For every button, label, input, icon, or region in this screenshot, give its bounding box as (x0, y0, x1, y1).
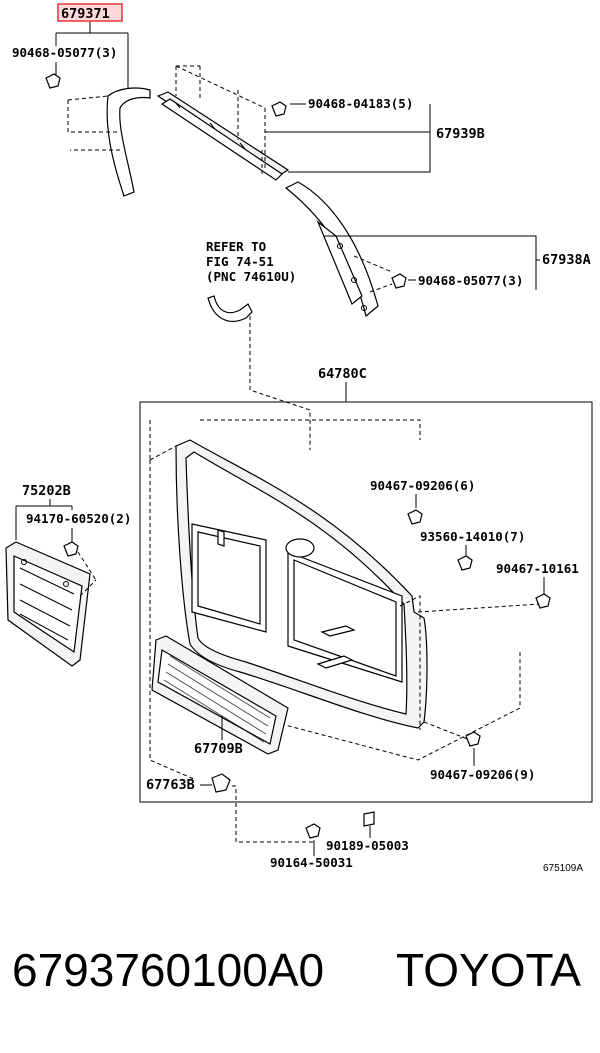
pillar-garnish-67938A[interactable] (284, 181, 379, 318)
label-90468-05077-mid[interactable]: 90468-05077(3) (418, 273, 523, 288)
clip-icon-90189 (363, 811, 375, 827)
roof-rail-67939B[interactable] (156, 91, 290, 181)
label-679371[interactable]: 679371 (61, 6, 110, 22)
side-panel-75202B[interactable] (5, 541, 91, 667)
label-90467-09206-9[interactable]: 90467-09206(9) (430, 767, 535, 782)
pillar-garnish-67937[interactable] (106, 87, 151, 197)
clip-icon-90467-09206-9 (465, 731, 481, 747)
assist-grip-handle[interactable] (207, 295, 253, 322)
label-90467-09206-6[interactable]: 90467-09206(6) (370, 478, 475, 493)
caption-bar: 6793760100A0 TOYOTA (0, 935, 600, 1025)
label-67938A[interactable]: 67938A (542, 252, 591, 268)
label-90468-05077-top[interactable]: 90468-05077(3) (12, 45, 117, 60)
label-90189-05003[interactable]: 90189-05003 (326, 838, 409, 853)
diagram-code: 675109A (543, 863, 583, 874)
clip-icon-90467-10161 (535, 593, 551, 609)
clip-icon-90164 (305, 823, 321, 839)
label-67709B[interactable]: 67709B (194, 741, 243, 757)
clip-icon-67763B (211, 773, 231, 793)
refer-note-line2: FIG 74-51 (206, 254, 274, 269)
clip-icon-90467-09206-6 (407, 509, 423, 525)
label-75202B[interactable]: 75202B (22, 483, 71, 499)
label-67763B[interactable]: 67763B (146, 777, 195, 793)
clip-icon-top-right (271, 101, 287, 117)
label-90468-04183[interactable]: 90468-04183(5) (308, 96, 413, 111)
label-67939B[interactable]: 67939B (436, 126, 485, 142)
assembly-frame (139, 401, 593, 803)
label-90164-50031[interactable]: 90164-50031 (270, 855, 353, 870)
clip-icon-94170 (63, 541, 79, 557)
caption-brand: TOYOTA (396, 944, 581, 996)
clip-icon-top-left (45, 73, 61, 89)
label-64780C[interactable]: 64780C (318, 366, 367, 382)
label-94170-60520[interactable]: 94170-60520(2) (26, 511, 131, 526)
lower-panel-67709B[interactable] (151, 635, 289, 755)
clip-icon-93560 (457, 555, 473, 571)
label-93560-14010[interactable]: 93560-14010(7) (420, 529, 525, 544)
trim-board-64780C[interactable] (175, 439, 428, 729)
highlight-box (57, 3, 123, 22)
refer-note-line3: (PNC 74610U) (206, 269, 296, 284)
label-90467-10161[interactable]: 90467-10161 (496, 561, 579, 576)
refer-note-line1: REFER TO (206, 239, 266, 254)
caption-part-number: 6793760100A0 (12, 944, 325, 996)
clip-icon-mid-right (391, 273, 407, 289)
